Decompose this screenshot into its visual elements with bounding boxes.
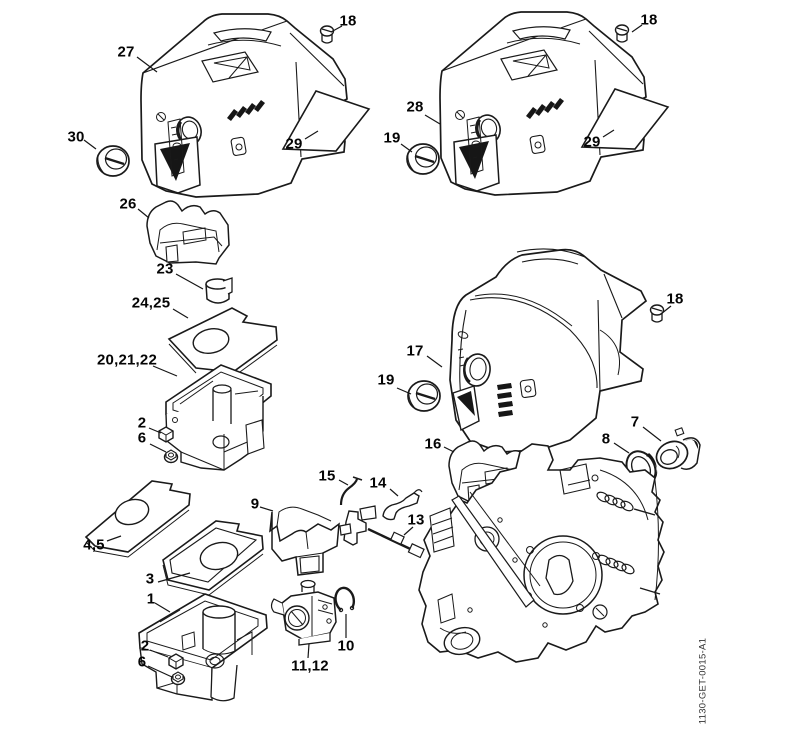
leader-line-30 — [83, 139, 97, 150]
part-throttle-lever-14 — [382, 489, 423, 521]
leader-line-26 — [137, 208, 150, 219]
part-filter-plate-4-5 — [84, 480, 191, 558]
leader-line-13 — [403, 526, 414, 536]
leader-lines — [83, 24, 672, 678]
part-twist-lock-19-a — [405, 142, 441, 176]
leader-line-3 — [157, 572, 191, 583]
part-nut-2-b — [168, 653, 184, 670]
part-twist-lock-19-b — [406, 379, 442, 413]
leader-line-6 — [147, 665, 173, 678]
part-cover-bracket-26 — [146, 200, 230, 265]
leader-line-7 — [642, 426, 662, 442]
part-crankcase-engine — [418, 443, 665, 663]
leader-line-15 — [338, 479, 349, 486]
leader-line-14 — [389, 488, 399, 497]
leader-line-23 — [175, 273, 204, 290]
leader-line-1 — [154, 602, 171, 613]
leader-line-28 — [424, 114, 441, 125]
leader-line-20,21,22 — [152, 365, 178, 377]
part-carburetor-11-12 — [270, 579, 337, 646]
part-choke-rod-15 — [339, 476, 363, 506]
leader-line-19 — [396, 387, 412, 395]
leader-line-11,12 — [307, 643, 310, 659]
leader-line-29 — [602, 129, 615, 138]
leader-line-9 — [259, 506, 274, 512]
leader-line-29 — [304, 130, 319, 140]
leader-line-18 — [660, 305, 672, 315]
leader-line-8 — [613, 442, 630, 454]
leader-line-6 — [149, 443, 167, 453]
part-shroud-cover-17 — [449, 248, 648, 453]
part-sleeve-23 — [205, 277, 233, 304]
part-cover-plate-24-25 — [167, 307, 278, 378]
leader-line-17 — [426, 355, 443, 368]
part-filter-housing-1 — [138, 593, 268, 702]
leader-line-2 — [148, 427, 162, 434]
part-retaining-ring-10 — [334, 586, 356, 613]
diagram-code: 1130-GET-0015-A1 — [697, 637, 709, 725]
part-manifold-boot-7 — [655, 427, 701, 470]
leader-line-19 — [400, 143, 413, 153]
leader-line-27 — [136, 56, 158, 73]
leader-line-18 — [631, 24, 643, 33]
part-screw-18-b — [614, 24, 630, 43]
part-nut-6-a — [163, 449, 179, 464]
leader-line-2 — [149, 649, 169, 658]
part-throttle-rod-13 — [339, 505, 425, 559]
part-screw-18-a — [319, 25, 335, 44]
leader-line-24,25 — [172, 308, 189, 319]
leader-line-18 — [330, 25, 343, 33]
part-nut-2-a — [158, 426, 174, 443]
part-filter-3 — [162, 520, 264, 596]
leader-line-4,5 — [106, 535, 122, 542]
part-twist-lock-30 — [95, 144, 131, 178]
part-filter-housing-20-21-22 — [165, 364, 272, 471]
part-carb-bracket-9 — [269, 506, 340, 576]
leader-line-16 — [443, 446, 455, 453]
